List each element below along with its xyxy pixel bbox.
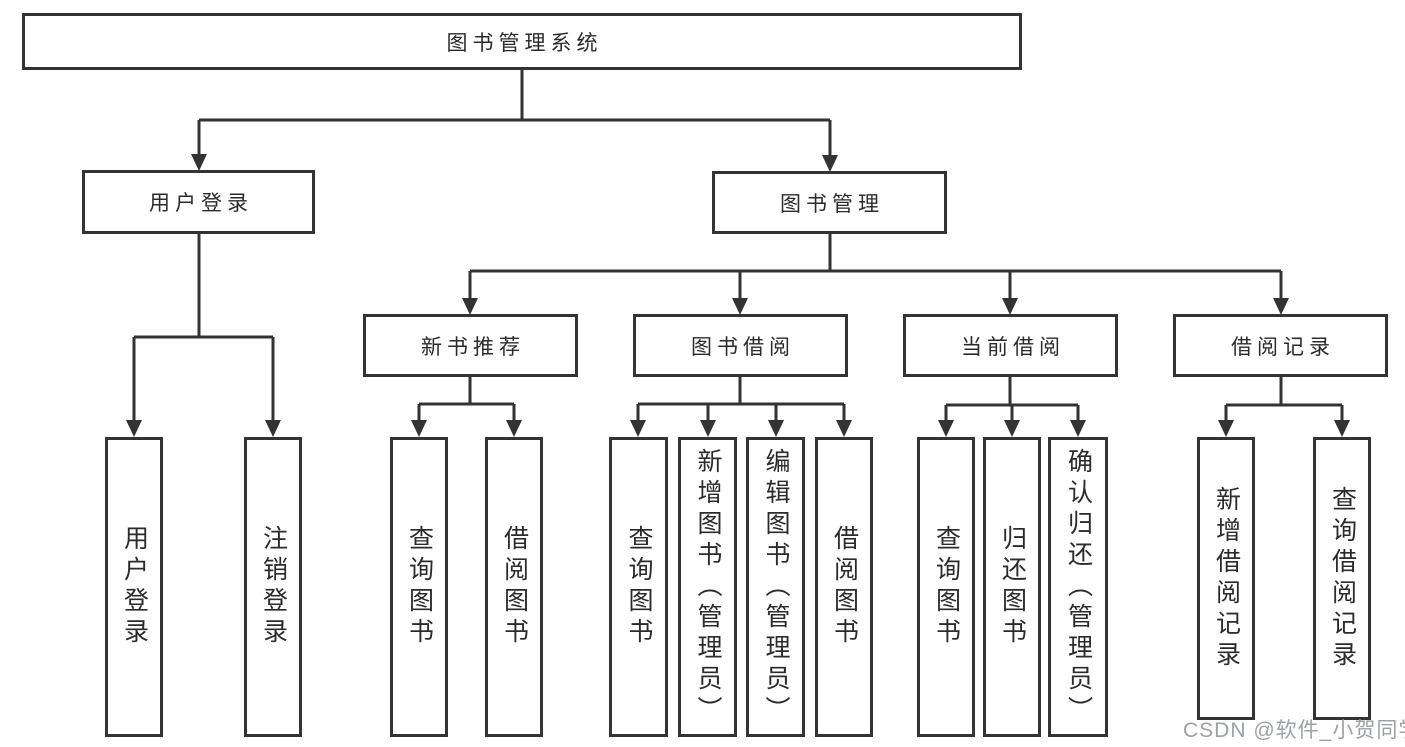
leaf-label: 编辑图书（管理员） [762, 447, 790, 727]
node-label: 当前借阅 [961, 335, 1065, 359]
leaf-nb-borrow-book: 借阅图书 [485, 437, 543, 737]
connector-user-login-children [132, 234, 275, 422]
arrowhead-logout-leaf [265, 420, 281, 437]
arrowhead-book-borrow [732, 298, 748, 315]
leaf-bb-borrow-book: 借阅图书 [815, 437, 873, 737]
leaf-label: 查询图书 [405, 525, 434, 649]
arrowhead-bb-query [630, 420, 646, 437]
leaf-br-add-record: 新增借阅记录 [1197, 437, 1255, 720]
leaf-label: 借阅图书 [830, 525, 859, 649]
leaf-logout: 注销登录 [244, 437, 302, 737]
arrowhead-user-login-leaf [126, 420, 142, 437]
connector-borrow-record-children [1224, 377, 1344, 422]
connector-book-management-children [468, 234, 1283, 300]
connector-root-to-level1 [197, 69, 832, 157]
leaf-br-query-record: 查询借阅记录 [1313, 437, 1371, 720]
node-current-borrow: 当前借阅 [903, 314, 1118, 377]
node-label: 用户登录 [149, 192, 253, 215]
arrowhead-book-management [822, 155, 838, 172]
leaf-label: 查询图书 [932, 525, 961, 649]
leaf-label: 新增借阅记录 [1212, 485, 1241, 672]
node-label: 图书管理 [780, 192, 884, 216]
csdn-watermark: CSDN @软件_小贺同学 [1183, 719, 1405, 742]
leaf-cb-confirm-return-admin: 确认归还（管理员） [1048, 437, 1108, 737]
node-root: 图书管理系统 [22, 13, 1022, 70]
arrowhead-cb-query [938, 420, 954, 437]
arrowhead-current-borrow [1002, 298, 1018, 315]
node-root-label: 图书管理系统 [446, 31, 603, 55]
leaf-label: 用户登录 [120, 525, 149, 649]
arrowhead-br-query [1334, 420, 1350, 437]
node-user-login: 用户登录 [82, 170, 315, 234]
node-book-borrow: 图书借阅 [633, 314, 848, 377]
leaf-cb-return-book: 归还图书 [983, 437, 1041, 737]
node-label: 图书借阅 [691, 335, 795, 359]
leaf-label: 确认归还（管理员） [1064, 447, 1093, 727]
arrowhead-br-add [1218, 420, 1234, 437]
arrowhead-nb-query [411, 420, 427, 437]
node-label: 新书推荐 [421, 335, 525, 359]
leaf-label: 归还图书 [998, 525, 1027, 649]
leaf-bb-query-book: 查询图书 [609, 437, 668, 737]
node-book-management: 图书管理 [712, 171, 947, 234]
node-borrow-record: 借阅记录 [1173, 314, 1388, 377]
leaf-label: 新增图书（管理员） [694, 447, 722, 727]
connector-book-borrow-children [636, 377, 846, 422]
connector-current-borrow-children [944, 377, 1080, 422]
arrowhead-bb-edit [768, 420, 784, 437]
leaf-bb-edit-book-admin: 编辑图书（管理员） [746, 437, 805, 737]
leaf-label: 查询图书 [625, 525, 653, 649]
arrowhead-cb-confirm [1070, 420, 1086, 437]
arrowhead-new-book [462, 298, 478, 315]
leaf-label: 注销登录 [259, 525, 288, 649]
arrowhead-bb-borrow [836, 420, 852, 437]
leaf-label: 借阅图书 [500, 525, 529, 649]
node-label: 借阅记录 [1231, 335, 1335, 359]
arrowhead-borrow-record [1273, 298, 1289, 315]
leaf-nb-query-book: 查询图书 [390, 437, 448, 737]
arrowhead-cb-return [1004, 420, 1020, 437]
arrowhead-nb-borrow [506, 420, 522, 437]
connector-new-book-children [417, 377, 516, 422]
arrowhead-bb-add [700, 420, 716, 437]
leaf-user-login: 用户登录 [105, 437, 163, 737]
node-new-book-recommend: 新书推荐 [363, 314, 578, 377]
leaf-cb-query-book: 查询图书 [917, 437, 975, 737]
leaf-bb-add-book-admin: 新增图书（管理员） [678, 437, 737, 737]
arrowhead-user-login [191, 154, 207, 171]
leaf-label: 查询借阅记录 [1328, 485, 1357, 672]
